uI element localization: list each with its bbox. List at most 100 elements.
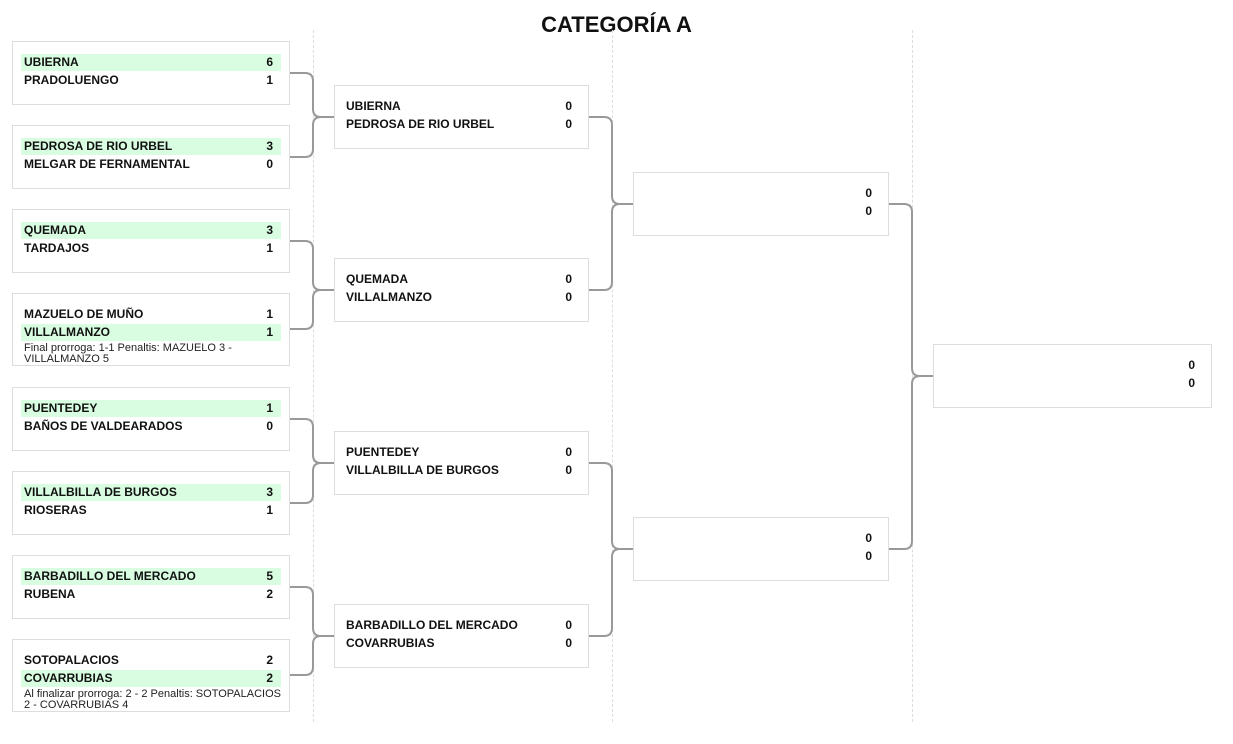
team-score: 5 bbox=[266, 569, 273, 583]
team-score: 0 bbox=[565, 117, 572, 131]
team-row: BARBADILLO DEL MERCADO 5 bbox=[21, 568, 281, 585]
connector-line bbox=[889, 375, 933, 550]
connector-line bbox=[589, 203, 633, 291]
connector-line bbox=[589, 116, 633, 205]
team-score: 1 bbox=[266, 241, 273, 255]
round-divider bbox=[612, 30, 613, 722]
team-score: 3 bbox=[266, 223, 273, 237]
team-name: UBIERNA bbox=[346, 99, 401, 113]
team-score: 1 bbox=[266, 73, 273, 87]
team-row: SOTOPALACIOS 2 bbox=[21, 652, 281, 669]
team-row: 0 bbox=[642, 203, 880, 220]
connector-line bbox=[290, 586, 334, 637]
team-name: MELGAR DE FERNAMENTAL bbox=[24, 157, 190, 171]
team-name: BAÑOS DE VALDEARADOS bbox=[24, 419, 183, 433]
connector-line bbox=[290, 116, 334, 158]
team-row: VILLALMANZO 0 bbox=[343, 289, 580, 306]
team-name: PUENTEDEY bbox=[346, 445, 420, 459]
team-name: COVARRUBIAS bbox=[346, 636, 435, 650]
team-name: PUENTEDEY bbox=[24, 401, 98, 415]
team-name: UBIERNA bbox=[24, 55, 79, 69]
team-row: PUENTEDEY 0 bbox=[343, 444, 580, 461]
connector-line bbox=[290, 635, 334, 676]
team-score: 0 bbox=[266, 157, 273, 171]
team-row: PRADOLUENGO 1 bbox=[21, 72, 281, 89]
team-name: QUEMADA bbox=[24, 223, 86, 237]
connector-line bbox=[290, 289, 334, 330]
team-score: 1 bbox=[266, 503, 273, 517]
team-score: 0 bbox=[565, 99, 572, 113]
team-name: TARDAJOS bbox=[24, 241, 90, 255]
match-note: Al finalizar prorroga: 2 - 2 Penaltis: S… bbox=[24, 688, 281, 711]
team-score: 2 bbox=[266, 653, 273, 667]
team-score: 0 bbox=[565, 636, 572, 650]
team-score: 0 bbox=[865, 549, 872, 563]
team-score: 3 bbox=[266, 139, 273, 153]
team-score: 0 bbox=[266, 419, 273, 433]
team-score: 1 bbox=[266, 307, 273, 321]
connector-line bbox=[290, 240, 334, 291]
team-row: COVARRUBIAS 2 bbox=[21, 670, 281, 687]
team-score: 1 bbox=[266, 401, 273, 415]
team-row: UBIERNA 0 bbox=[343, 98, 580, 115]
team-row: 0 bbox=[642, 548, 880, 565]
team-score: 0 bbox=[865, 204, 872, 218]
team-row: 0 bbox=[642, 185, 880, 202]
team-name: PRADOLUENGO bbox=[24, 73, 119, 87]
connector-line bbox=[290, 462, 334, 504]
team-score: 0 bbox=[1188, 358, 1195, 372]
team-score: 3 bbox=[266, 485, 273, 499]
team-score: 1 bbox=[266, 325, 273, 339]
connector-line bbox=[589, 548, 633, 637]
team-row: MELGAR DE FERNAMENTAL 0 bbox=[21, 156, 281, 173]
team-name: VILLALMANZO bbox=[346, 290, 432, 304]
team-score: 0 bbox=[565, 618, 572, 632]
team-row: COVARRUBIAS 0 bbox=[343, 635, 580, 652]
team-row: PUENTEDEY 1 bbox=[21, 400, 281, 417]
team-row: TARDAJOS 1 bbox=[21, 240, 281, 257]
connector-line bbox=[290, 418, 334, 464]
team-score: 0 bbox=[565, 290, 572, 304]
team-row: BAÑOS DE VALDEARADOS 0 bbox=[21, 418, 281, 435]
team-score: 0 bbox=[1188, 376, 1195, 390]
page-title: CATEGORÍA A bbox=[541, 12, 692, 37]
team-name: PEDROSA DE RIO URBEL bbox=[24, 139, 173, 153]
team-row: 0 bbox=[942, 375, 1203, 392]
team-score: 0 bbox=[865, 531, 872, 545]
round-divider bbox=[912, 30, 913, 722]
team-row: 0 bbox=[642, 530, 880, 547]
team-name: VILLALBILLA DE BURGOS bbox=[346, 463, 499, 477]
team-score: 0 bbox=[565, 445, 572, 459]
team-name: BARBADILLO DEL MERCADO bbox=[24, 569, 196, 583]
team-name: PEDROSA DE RIO URBEL bbox=[346, 117, 495, 131]
team-row: 0 bbox=[942, 357, 1203, 374]
team-name: COVARRUBIAS bbox=[24, 671, 113, 685]
team-row: PEDROSA DE RIO URBEL 3 bbox=[21, 138, 281, 155]
team-name: SOTOPALACIOS bbox=[24, 653, 119, 667]
team-score: 2 bbox=[266, 671, 273, 685]
